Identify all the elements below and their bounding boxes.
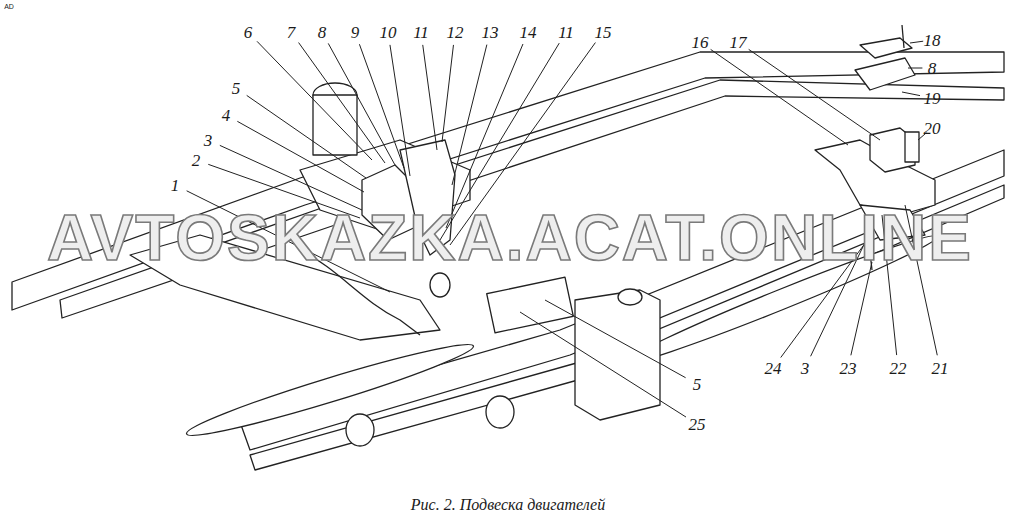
axle-end (346, 414, 374, 446)
callout-number: 10 (379, 24, 398, 41)
leader-line (851, 262, 872, 355)
callout-number: 4 (221, 107, 232, 124)
callout-number: 14 (519, 24, 538, 41)
callout-number: 1 (170, 177, 181, 194)
callout-number: 23 (839, 360, 858, 377)
callout-number: 5 (231, 80, 242, 97)
leader-line (446, 44, 523, 228)
callout-number: 21 (931, 360, 950, 377)
leader-line (545, 300, 686, 378)
callout-number: 17 (729, 34, 748, 51)
callout-number: 11 (412, 24, 430, 41)
leader-line (299, 43, 385, 163)
cylinder-block (487, 277, 574, 333)
rear-mount-plate (855, 58, 915, 90)
callout-number: 19 (923, 90, 942, 107)
bolt (902, 25, 904, 48)
axle-end (486, 396, 514, 428)
callout-number: 16 (691, 34, 710, 51)
leader-line (390, 45, 410, 176)
leader-line (908, 68, 922, 69)
callout-number: 3 (203, 132, 214, 149)
callout-number: 13 (481, 24, 500, 41)
leader-line (423, 45, 437, 150)
callout-number: 2 (191, 152, 202, 169)
callout-number: 3 (800, 360, 811, 377)
leader-line (452, 45, 487, 185)
callout-number: 15 (594, 24, 613, 41)
spring-coil (905, 132, 919, 162)
callout-number: 5 (692, 376, 703, 393)
callout-number: 11 (557, 24, 575, 41)
leader-line (749, 49, 880, 140)
corner-code: AD (4, 3, 14, 10)
callout-number: 9 (350, 24, 361, 41)
callout-number: 24 (764, 360, 783, 377)
callout-number: 20 (923, 120, 942, 137)
leader-line (520, 312, 686, 417)
leader-line (902, 92, 920, 96)
callout-number: 8 (317, 24, 328, 41)
leader-line (910, 41, 923, 43)
leader-line (328, 43, 395, 165)
leader-line (711, 49, 848, 145)
callout-number: 18 (923, 32, 942, 49)
figure-caption: Рис. 2. Подвеска двигателей (411, 497, 605, 513)
leaf-spring (183, 335, 477, 446)
callout-number: 7 (286, 24, 297, 41)
callout-number: 22 (889, 360, 908, 377)
leader-line (220, 145, 362, 210)
callout-number: 25 (688, 416, 707, 433)
axle-end (430, 273, 450, 297)
callout-number: 6 (243, 24, 254, 41)
watermark: AVTOSKAZKA.ACAT.ONLINE (47, 206, 973, 270)
callout-number: 8 (927, 60, 938, 77)
callout-number: 12 (446, 24, 465, 41)
leader-line (359, 44, 404, 168)
tank-cap (618, 289, 642, 305)
rear-mount-plate (860, 38, 912, 58)
leader-line (442, 45, 453, 142)
